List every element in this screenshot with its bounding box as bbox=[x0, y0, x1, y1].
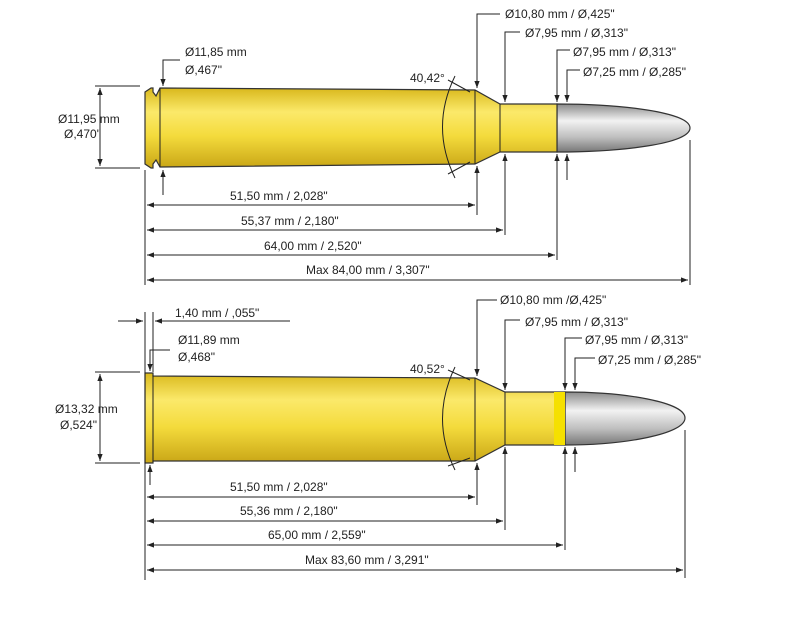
bottom-cartridge bbox=[144, 366, 686, 471]
dimension-label: 64,00 mm / 2,520" bbox=[264, 239, 362, 253]
bullet bbox=[564, 391, 686, 446]
dimension-label: Ø11,95 mm bbox=[58, 112, 120, 126]
dimension-label: Ø10,80 mm /Ø,425" bbox=[500, 293, 606, 307]
dimension-label: Max 83,60 mm / 3,291" bbox=[305, 553, 429, 567]
dimension-label: 40,52° bbox=[410, 362, 445, 376]
dimension-label: Ø,524" bbox=[60, 418, 97, 432]
dimension-label: Ø7,95 mm / Ø,313" bbox=[573, 45, 676, 59]
dimension-label: Ø7,95 mm / Ø,313" bbox=[525, 26, 628, 40]
top-dimensions: Ø11,95 mm Ø,470" Ø11,85 mm Ø,467" 40,42°… bbox=[58, 7, 691, 285]
dimension-label: 51,50 mm / 2,028" bbox=[230, 480, 328, 494]
dimension-label: Ø10,80 mm / Ø,425" bbox=[505, 7, 615, 21]
case bbox=[144, 372, 566, 464]
dimension-label: 51,50 mm / 2,028" bbox=[230, 189, 328, 203]
dimension-label: Ø11,85 mm bbox=[185, 45, 247, 59]
dimension-label: 55,36 mm / 2,180" bbox=[240, 504, 338, 518]
dimension-label: Ø,470" bbox=[64, 127, 101, 141]
bullet bbox=[556, 103, 691, 153]
dimension-label: Ø7,95 mm / Ø,313" bbox=[525, 315, 628, 329]
top-cartridge bbox=[144, 75, 691, 179]
dimension-label: Ø13,32 mm bbox=[55, 402, 118, 416]
dimension-label: 40,42° bbox=[410, 71, 445, 85]
dimension-label: 65,00 mm / 2,559" bbox=[268, 528, 366, 542]
dimension-label: Ø7,25 mm / Ø,285" bbox=[583, 65, 686, 79]
bottom-dimensions: 1,40 mm / ,055" Ø11,89 mm Ø,468" Ø13,32 … bbox=[55, 293, 701, 580]
angle-arc bbox=[442, 366, 456, 471]
dimension-label: Ø7,95 mm / Ø,313" bbox=[585, 333, 688, 347]
case bbox=[144, 87, 558, 169]
dimension-label: 1,40 mm / ,055" bbox=[175, 306, 259, 320]
dimension-label: Max 84,00 mm / 3,307" bbox=[306, 263, 430, 277]
angle-arc bbox=[442, 75, 456, 179]
dimension-label: Ø,468" bbox=[178, 350, 215, 364]
dimension-label: Ø,467" bbox=[185, 63, 222, 77]
dimension-label: Ø11,89 mm bbox=[178, 333, 240, 347]
dimension-label: 55,37 mm / 2,180" bbox=[241, 214, 339, 228]
dimension-label: Ø7,25 mm / Ø,285" bbox=[598, 353, 701, 367]
